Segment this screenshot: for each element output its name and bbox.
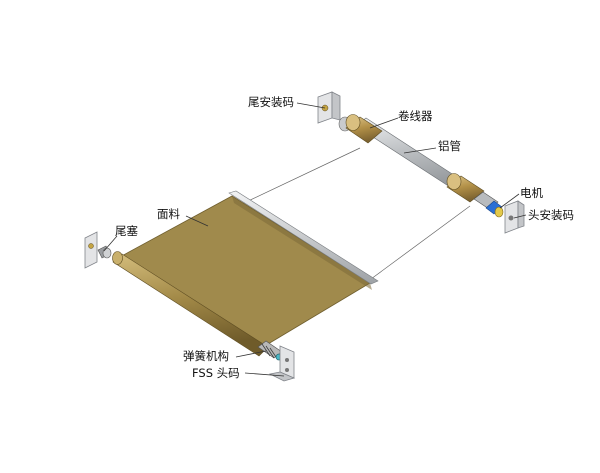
label-tail-plug: 尾塞 xyxy=(115,224,138,238)
label-head-mount: 头安装码 xyxy=(528,208,574,222)
tail-plug-bracket xyxy=(84,231,112,269)
label-tail-mount: 尾安装码 xyxy=(248,95,294,109)
assembly-guide-lines xyxy=(243,147,471,280)
winder-upper xyxy=(345,114,383,144)
winder-lower xyxy=(446,173,485,203)
leader-lines xyxy=(103,102,527,377)
motor xyxy=(473,191,504,218)
label-winder: 卷线器 xyxy=(398,109,433,123)
label-motor: 电机 xyxy=(520,186,543,200)
label-fss-head: FSS 头码 xyxy=(192,366,240,380)
head-mount-bracket xyxy=(504,200,525,234)
tail-mount-bracket xyxy=(317,91,341,124)
label-spring-mechanism: 弹簧机构 xyxy=(183,349,229,363)
label-aluminum-tube: 铝管 xyxy=(438,139,461,153)
fss-head-bracket xyxy=(268,345,296,382)
fabric-panel xyxy=(117,190,379,351)
label-fabric: 面料 xyxy=(157,207,180,221)
